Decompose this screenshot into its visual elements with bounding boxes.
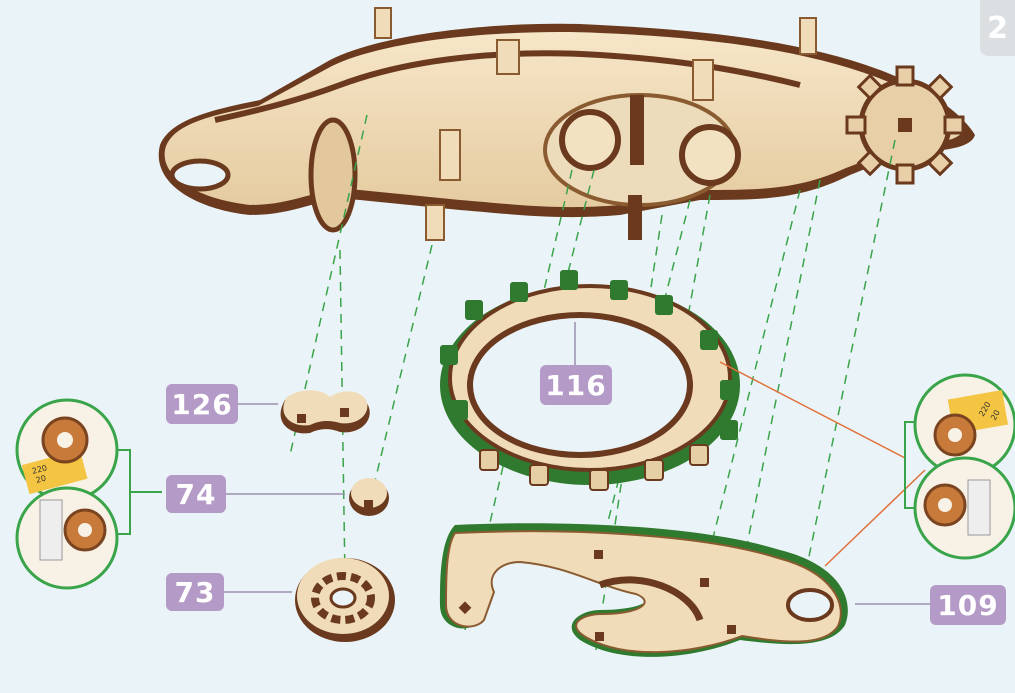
frame-post-left <box>311 120 355 230</box>
frame-star-gear <box>847 67 963 183</box>
label-part-116: 116 <box>540 365 612 405</box>
part-126-link <box>281 390 370 433</box>
frame-peg-1 <box>375 8 391 38</box>
frame-spiral-left <box>562 112 618 168</box>
right-inset-group <box>905 375 1015 558</box>
frame-peg-2 <box>497 40 519 74</box>
frame-hole-left <box>172 161 228 189</box>
part-73-bearing <box>295 558 395 642</box>
label-part-126: 126 <box>166 384 238 424</box>
label-part-73: 73 <box>166 573 224 611</box>
frame-peg-5 <box>426 205 444 240</box>
frame-peg-6 <box>440 130 460 180</box>
frame-peg-3 <box>693 60 713 100</box>
label-part-74: 74 <box>166 475 226 513</box>
pointer-lines <box>720 362 925 566</box>
frame-axle-center <box>630 95 644 165</box>
part-109-lever-plate <box>440 523 848 657</box>
left-inset-group <box>17 400 162 588</box>
label-part-109: 109 <box>930 585 1006 625</box>
main-frame-assembly <box>159 8 975 240</box>
frame-axle-lower <box>628 195 642 240</box>
frame-spiral-right <box>682 127 738 183</box>
part-74-small-gear <box>349 478 389 516</box>
frame-peg-4 <box>800 18 816 54</box>
